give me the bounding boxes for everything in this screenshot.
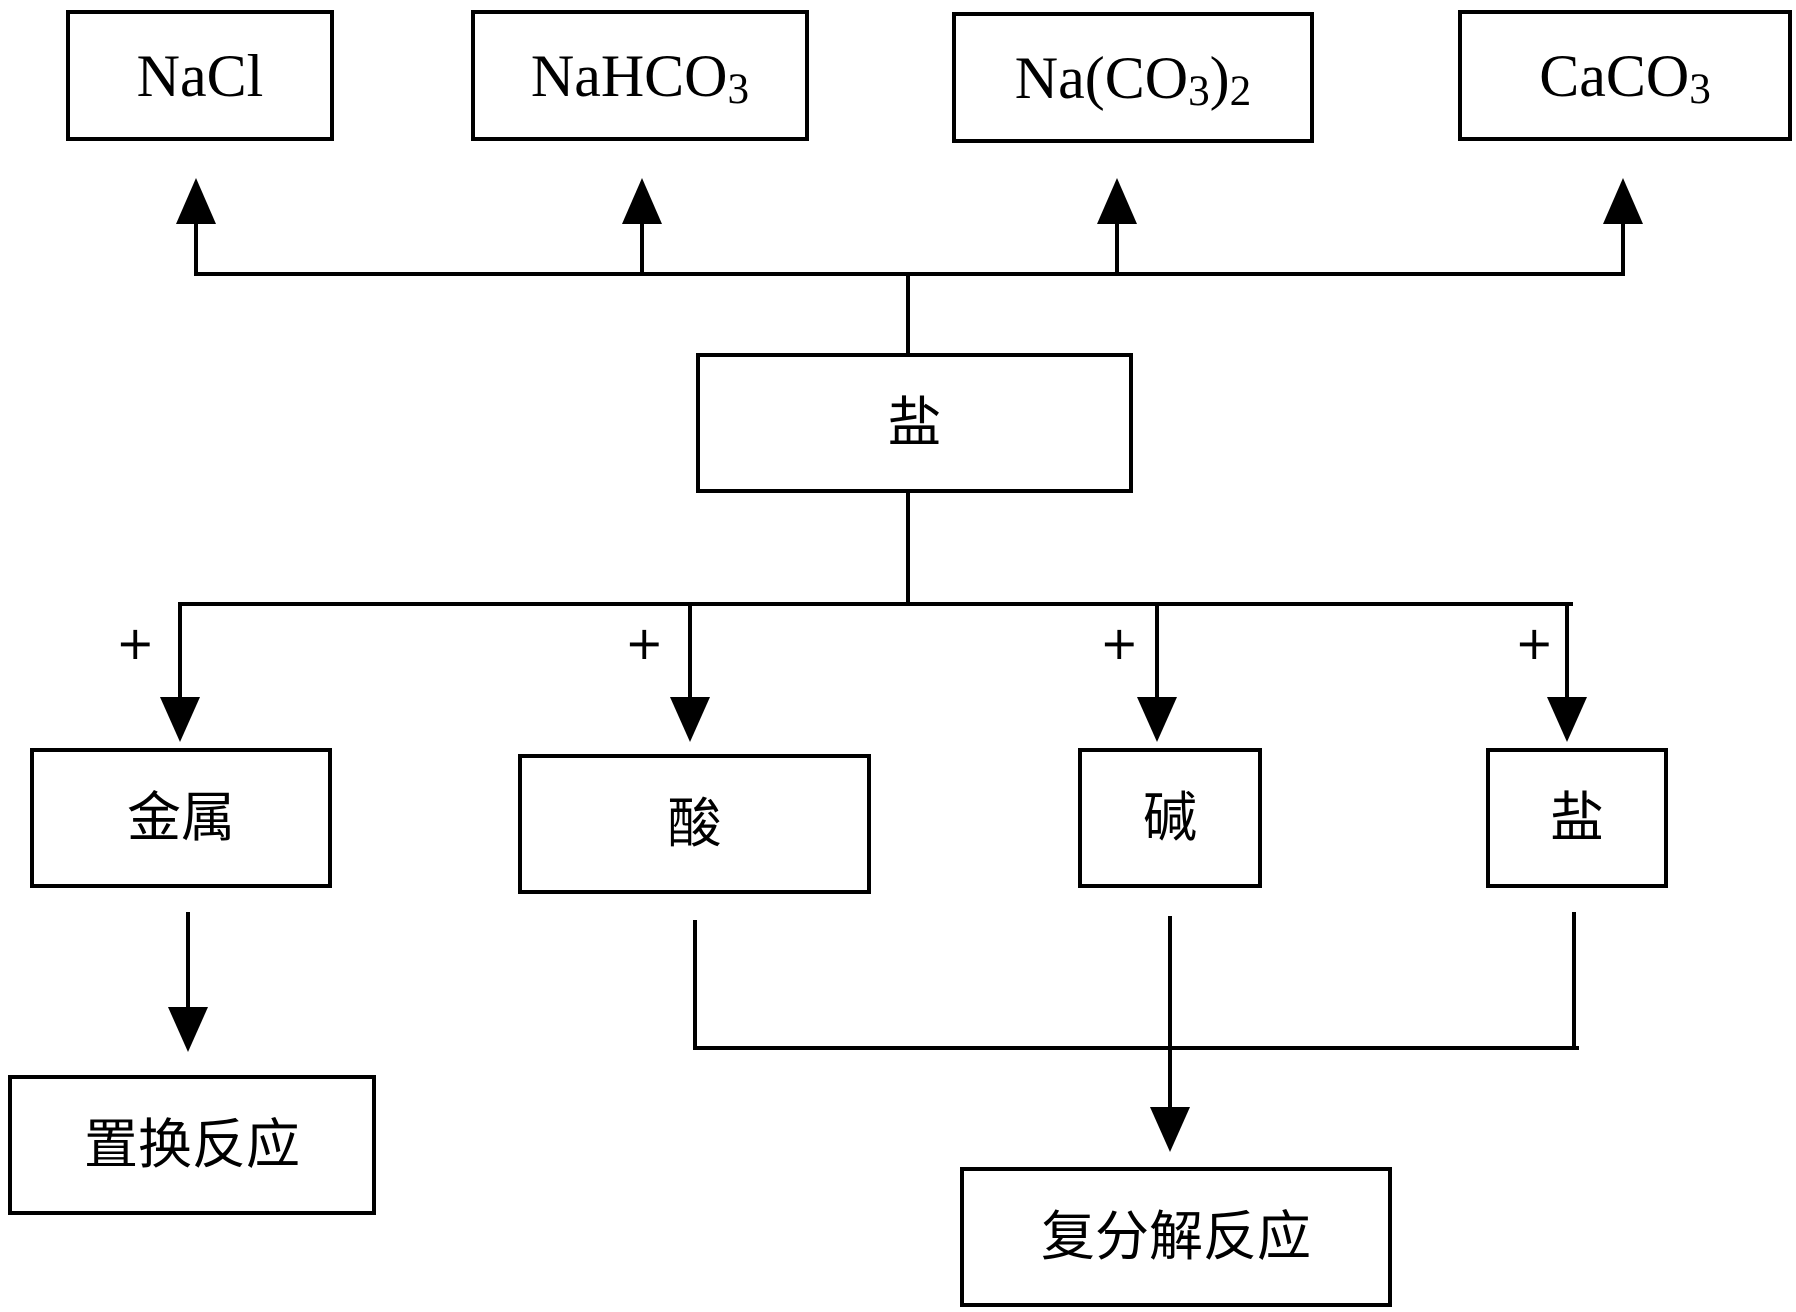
arrow-down-base [1137,697,1177,742]
arrow-down-displacement [168,1007,208,1052]
reactant-acid-box: 酸 [518,754,871,894]
arrow-up-caco3 [1603,178,1643,224]
plus-sign-salt: + [1515,616,1554,670]
compound-nahco3-label: NaHCO3 [530,42,750,114]
compound-nahco3-box: NaHCO3 [471,10,809,141]
arrow-up-nacl [176,178,216,224]
displacement-reaction-box: 置换反应 [8,1075,376,1215]
reactant-base-box: 碱 [1078,748,1262,888]
compound-caco3-box: CaCO3 [1458,10,1792,141]
reactant-metal-box: 金属 [30,748,332,888]
double-decomposition-box: 复分解反应 [960,1167,1392,1307]
compound-nacl-label: NaCl [136,42,264,109]
reactant-base-label: 碱 [1143,786,1197,849]
compound-naco3-box: Na(CO3)2 [952,12,1314,143]
salt-center-box: 盐 [696,353,1133,493]
plus-sign-metal: + [116,616,155,670]
arrow-down-metal [160,697,200,742]
arrow-down-acid [670,697,710,742]
plus-sign-acid: + [625,616,664,670]
compound-naco3-label: Na(CO3)2 [1014,44,1252,116]
double-decomposition-label: 复分解反应 [1041,1205,1311,1268]
plus-sign-base: + [1100,616,1139,670]
arrow-up-naco3 [1097,178,1137,224]
salt-center-label: 盐 [887,391,942,454]
reactant-salt-label: 盐 [1550,786,1604,849]
arrow-down-double-decomposition [1150,1107,1190,1152]
reactant-salt-box: 盐 [1486,748,1668,888]
arrow-up-nahco3 [622,178,662,224]
arrow-down-salt2 [1547,697,1587,742]
reactant-acid-label: 酸 [667,792,722,855]
reactant-metal-label: 金属 [127,786,235,849]
compound-nacl-box: NaCl [66,10,334,141]
compound-caco3-label: CaCO3 [1539,42,1711,114]
displacement-reaction-label: 置换反应 [84,1113,300,1176]
